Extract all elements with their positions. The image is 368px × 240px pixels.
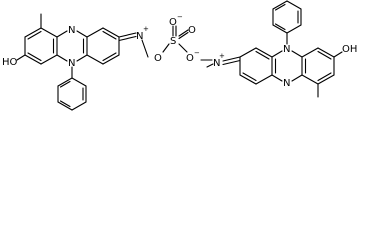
left-hydroxyl-bond — [16, 54, 26, 61]
sulfate-oxygen-lower-right: O — [186, 53, 194, 64]
right-ring-nitrogen-bottom: N — [283, 78, 290, 89]
left-pyrazine-ring — [56, 30, 88, 62]
right-hydroxyl-bond — [333, 51, 343, 58]
right-iminium-double-bond — [222, 56, 241, 66]
sulfate-charge-lower-right: − — [194, 49, 200, 57]
sulfate-charge-top: − — [177, 13, 183, 21]
right-hydroxyl-label: OH — [342, 44, 357, 55]
sulfate-oxygen-left: O — [154, 53, 162, 64]
sulfate-oxygen-upper-right: O — [188, 25, 196, 36]
right-phenazinium-cation: N + N N OH — [200, 0, 357, 98]
left-phenazinium-cation: HO N N N + — [2, 13, 149, 111]
chemical-structure: HO N N N + S O − O O O − — [2, 0, 357, 111]
left-iminium-charge: + — [143, 25, 149, 33]
sulfate-anion: S O − O O O − — [154, 13, 200, 64]
left-ring-nitrogen-top: N — [68, 25, 75, 36]
left-quinoid-ring — [86, 27, 120, 65]
sulfate-oxygen-top: O — [169, 17, 177, 28]
left-ring-nitrogen-bottom: N — [68, 58, 75, 69]
left-hydroxyl-label: HO — [2, 57, 18, 68]
left-benzo-ring — [24, 27, 58, 65]
right-pyrazine-ring — [271, 50, 303, 82]
right-iminium-nitrogen: N — [213, 58, 220, 69]
right-phenyl-ring — [272, 0, 302, 34]
left-phenyl-ring — [57, 77, 87, 111]
left-n-methyl-bond — [141, 39, 149, 58]
right-ring-nitrogen-top: N — [283, 44, 290, 55]
right-iminium-charge: + — [219, 52, 225, 60]
right-n-methyl-bond-lower — [206, 63, 214, 68]
left-iminium-double-bond — [118, 32, 137, 42]
right-quinoid-ring — [239, 47, 273, 85]
sulfur-atom: S — [170, 36, 176, 47]
right-benzo-ring — [301, 47, 335, 85]
left-iminium-nitrogen: N — [136, 31, 143, 42]
